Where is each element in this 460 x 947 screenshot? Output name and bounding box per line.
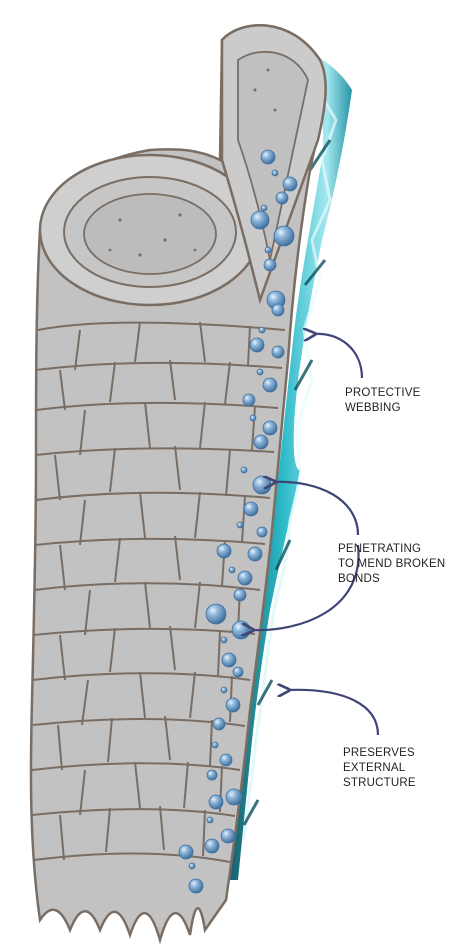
- label-line: EXTERNAL: [343, 761, 416, 776]
- label-line: BONDS: [338, 572, 445, 587]
- arrow-protective-webbing: [314, 334, 362, 378]
- label-line: WEBBING: [345, 401, 420, 416]
- label-penetrating: PENETRATING TO MEND BROKEN BONDS: [338, 542, 445, 587]
- label-line: STRUCTURE: [343, 776, 416, 791]
- label-preserves: PRESERVES EXTERNAL STRUCTURE: [343, 746, 416, 791]
- label-protective-webbing: PROTECTIVE WEBBING: [345, 386, 420, 416]
- label-line: TO MEND BROKEN: [338, 557, 445, 572]
- label-line: PRESERVES: [343, 746, 416, 761]
- arrow-preserves: [288, 690, 378, 735]
- label-line: PENETRATING: [338, 542, 445, 557]
- label-line: PROTECTIVE: [345, 386, 420, 401]
